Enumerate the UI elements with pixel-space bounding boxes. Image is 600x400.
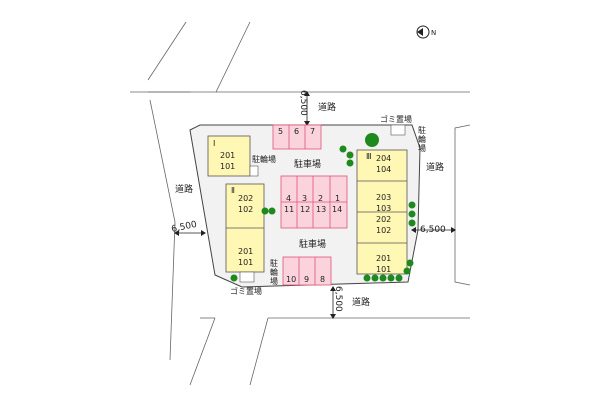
tree-large <box>365 133 379 147</box>
bicycle-parking-label-nw: 駐輪場 <box>252 154 276 164</box>
garbage-area-sw <box>239 271 255 283</box>
tree <box>406 259 414 267</box>
building-2-unit-201: 201 <box>238 247 253 256</box>
building-1-id: I <box>213 139 215 148</box>
road-label-north: 道路 <box>318 101 336 113</box>
tree <box>363 274 371 282</box>
building-3-unit-102: 102 <box>376 226 391 235</box>
parking-center: 4 3 2 1 11 12 13 14 <box>280 175 348 229</box>
building-3-unit-104: 104 <box>376 165 391 174</box>
tree <box>395 274 403 282</box>
tree <box>339 145 347 153</box>
tree <box>371 274 379 282</box>
bicycle-parking-ne-1: 駐 <box>418 125 426 135</box>
parking-north: 5 6 7 <box>272 124 322 150</box>
tree <box>230 274 238 282</box>
garbage-area-label-sw: ゴミ置場 <box>230 286 262 296</box>
tree <box>379 274 387 282</box>
tree <box>403 267 411 275</box>
road-edge-bottom-left <box>249 317 269 386</box>
building-3-unit-103: 103 <box>376 204 391 213</box>
building-3-unit-203: 203 <box>376 193 391 202</box>
building-2-id: Ⅱ <box>231 186 235 195</box>
bicycle-parking-s-2: 輪 <box>270 267 278 277</box>
parking-space-14: 14 <box>332 205 342 214</box>
parking-space-13: 13 <box>316 205 326 214</box>
parking-space-6: 6 <box>294 127 299 136</box>
tree <box>346 159 354 167</box>
building-3-unit-101: 101 <box>376 265 391 274</box>
trees <box>230 133 416 282</box>
tree <box>346 151 354 159</box>
building-2-unit-101: 101 <box>238 258 253 267</box>
parking-space-10: 10 <box>286 275 296 284</box>
garbage-area-label-ne: ゴミ置場 <box>380 114 412 124</box>
parking-space-4: 4 <box>286 194 291 203</box>
parking-space-5: 5 <box>278 127 283 136</box>
building-2-unit-102: 102 <box>238 205 253 214</box>
building-3-unit-204: 204 <box>376 154 391 163</box>
building-3-unit-201: 201 <box>376 254 391 263</box>
building-2: Ⅱ 202 102 201 101 <box>225 183 265 273</box>
parking-space-2: 2 <box>318 194 323 203</box>
road-label-east: 道路 <box>426 161 444 173</box>
building-2-unit-202: 202 <box>238 194 253 203</box>
building-3-unit-202: 202 <box>376 215 391 224</box>
road-label-south: 道路 <box>352 296 370 308</box>
parking-space-9: 9 <box>304 275 309 284</box>
compass-letter: N <box>431 29 436 37</box>
tree <box>387 274 395 282</box>
road-edge-bottom-left-2 <box>189 317 216 386</box>
road-lines <box>130 21 471 386</box>
bicycle-parking-s-1: 駐 <box>270 258 278 268</box>
parking-lot-label-north: 駐車場 <box>294 158 321 170</box>
building-3: Ⅲ 204 104 203 103 202 102 201 101 <box>356 149 408 275</box>
parking-south: 10 9 8 <box>282 256 332 286</box>
bicycle-parking-ne-3: 場 <box>418 143 426 153</box>
parking-space-12: 12 <box>300 205 310 214</box>
building-1-unit-101: 101 <box>220 162 235 171</box>
road-width-north: 6,500 <box>298 90 308 116</box>
north-arrow-icon: N <box>416 25 436 39</box>
garbage-area-ne <box>390 124 406 136</box>
tree <box>261 207 269 215</box>
bicycle-parking-ne-2: 輪 <box>418 134 426 144</box>
dimension-lines <box>175 92 455 318</box>
building-1: I 201 101 <box>207 135 259 177</box>
road-label-west: 道路 <box>175 183 193 195</box>
parking-space-3: 3 <box>302 194 307 203</box>
parking-space-7: 7 <box>310 127 315 136</box>
building-1-unit-201: 201 <box>220 151 235 160</box>
parking-space-11: 11 <box>284 205 294 214</box>
bicycle-parking-s-3: 場 <box>270 276 278 286</box>
parking-space-1: 1 <box>335 194 340 203</box>
road-width-east: 6,500 <box>420 225 446 235</box>
parking-lot-label-south: 駐車場 <box>299 238 326 250</box>
building-3-id: Ⅲ <box>366 152 372 161</box>
road-edge-left <box>149 99 176 361</box>
tree <box>408 210 416 218</box>
road-edge-top-left <box>147 21 187 81</box>
road-edge-right-upper <box>454 124 471 286</box>
tree <box>408 219 416 227</box>
road-edge-top-left-2 <box>130 21 251 93</box>
tree <box>408 201 416 209</box>
dimension-arrowheads <box>174 91 456 319</box>
road-width-south: 6,500 <box>333 286 343 312</box>
parking-space-8: 8 <box>320 275 325 284</box>
tree <box>268 207 276 215</box>
